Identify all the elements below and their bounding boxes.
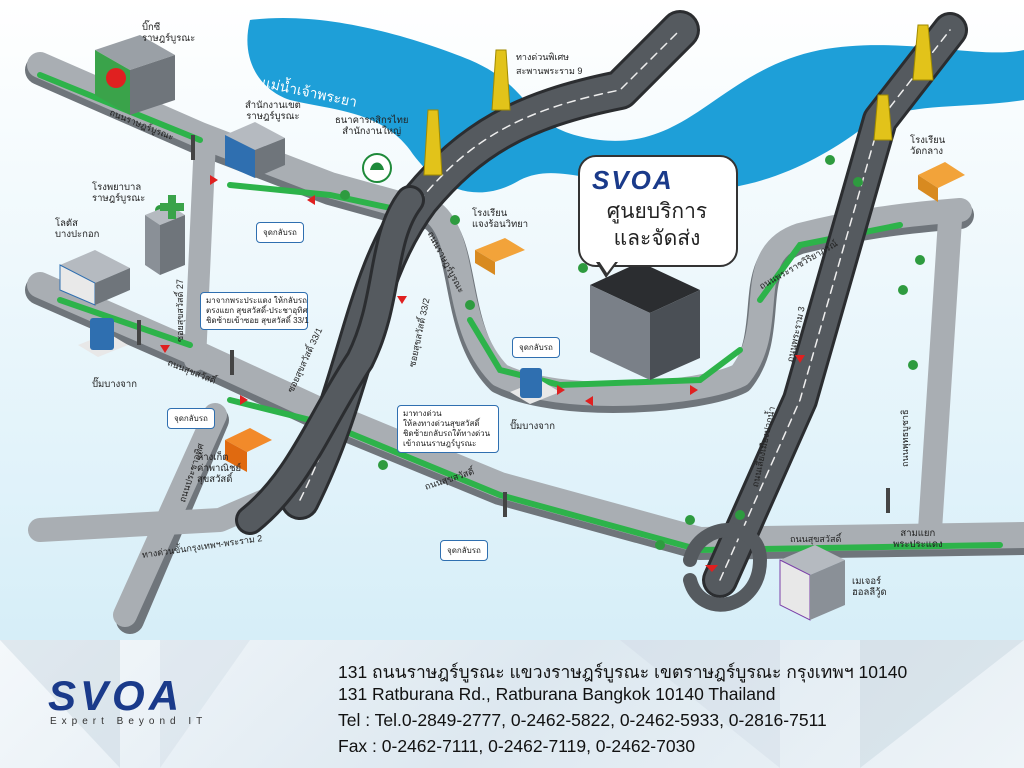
svoa-service-bubble — [578, 155, 738, 267]
route-note-expressway: มาทางด่วน ให้ลงทางด่วนสุขสวัสดิ์ ชิดซ้าย… — [397, 405, 499, 453]
route-map — [0, 0, 1024, 640]
tesco-label: โลตัส บางปะกอก — [55, 218, 100, 240]
hospital-label: โรงพยาบาล ราษฎร์บูรณะ — [92, 182, 146, 204]
bigc-label: บิ๊กซี ราษฎร์บูรณะ — [142, 22, 196, 44]
major-label: เมเจอร์ ฮอลลีวู้ด — [852, 576, 887, 598]
svoa-bubble-logo: SVOA — [592, 165, 674, 195]
uturn-tag-1: จุดกลับรถ — [256, 222, 304, 243]
bridge-pylon-3 — [912, 24, 934, 81]
samyaek-label: สามแยก พระประแดง — [893, 528, 943, 550]
bridge-pylon-1 — [491, 49, 511, 111]
district-office-label: สำนักงานเขต ราษฎร์บูรณะ — [245, 100, 301, 122]
road-label-suksawat-3: ถนนสุขสวัสดิ์ — [790, 534, 842, 544]
bubble-line-1: ศูนยบริการ — [606, 200, 708, 223]
telephone: Tel : Tel.0-2849-2777, 0-2462-5822, 0-24… — [338, 710, 827, 730]
bubble-text: ศูนยบริการ และจัดส่ง — [592, 198, 722, 252]
gas-left-label: ปั๊มบางจาก — [92, 379, 137, 390]
bubble-tail-inner — [599, 261, 616, 273]
market-label: ห้างเก็ต ค่าพาณิชย์ สุขสวัสดิ์ — [197, 452, 242, 485]
road-label-expressway: ทางด่วนพิเศษ สะพานพระราม 9 — [516, 52, 583, 76]
school-ratt-label: โรงเรียน แจงร้อนวิทยา — [472, 208, 529, 230]
uturn-tag-4: จุดกลับรถ — [440, 540, 488, 561]
bubble-line-2: และจัดส่ง — [613, 227, 701, 250]
route-note-pradaeng: มาจากพระประแดง ให้กลับรถ ตรงแยก สุขสวัสด… — [200, 292, 309, 330]
bridge-pylon-2 — [423, 109, 443, 176]
svoa-footer-logo: SVOA — [48, 672, 184, 719]
fax: Fax : 0-2462-7111, 0-2462-7119, 0-2462-7… — [338, 736, 696, 756]
bridge-pylon-4 — [873, 94, 893, 141]
address-english: 131 Ratburana Rd., Ratburana Bangkok 101… — [338, 684, 776, 704]
address-thai: 131 ถนนราษฎร์บูรณะ แขวงราษฎร์บูรณะ เขตรา… — [338, 662, 908, 682]
footer — [0, 640, 1024, 768]
road-label-phuttha: ถนนพุทธบูชาธิ — [900, 409, 910, 467]
gas-right-label: ปั๊มบางจาก — [510, 421, 555, 432]
uturn-tag-2: จุดกลับรถ — [512, 337, 560, 358]
uturn-tag-3: จุดกลับรถ — [167, 408, 215, 429]
road-label-soi27: ซอยสุขสวัสดิ์ 27 — [175, 279, 185, 342]
kbank-label: ธนาคารกสิกรไทย สำนักงานใหญ่ — [335, 115, 409, 137]
school-wat-label: โรงเรียน วัดกลาง — [910, 135, 946, 157]
company-slogan: Expert Beyond IT — [50, 716, 208, 727]
